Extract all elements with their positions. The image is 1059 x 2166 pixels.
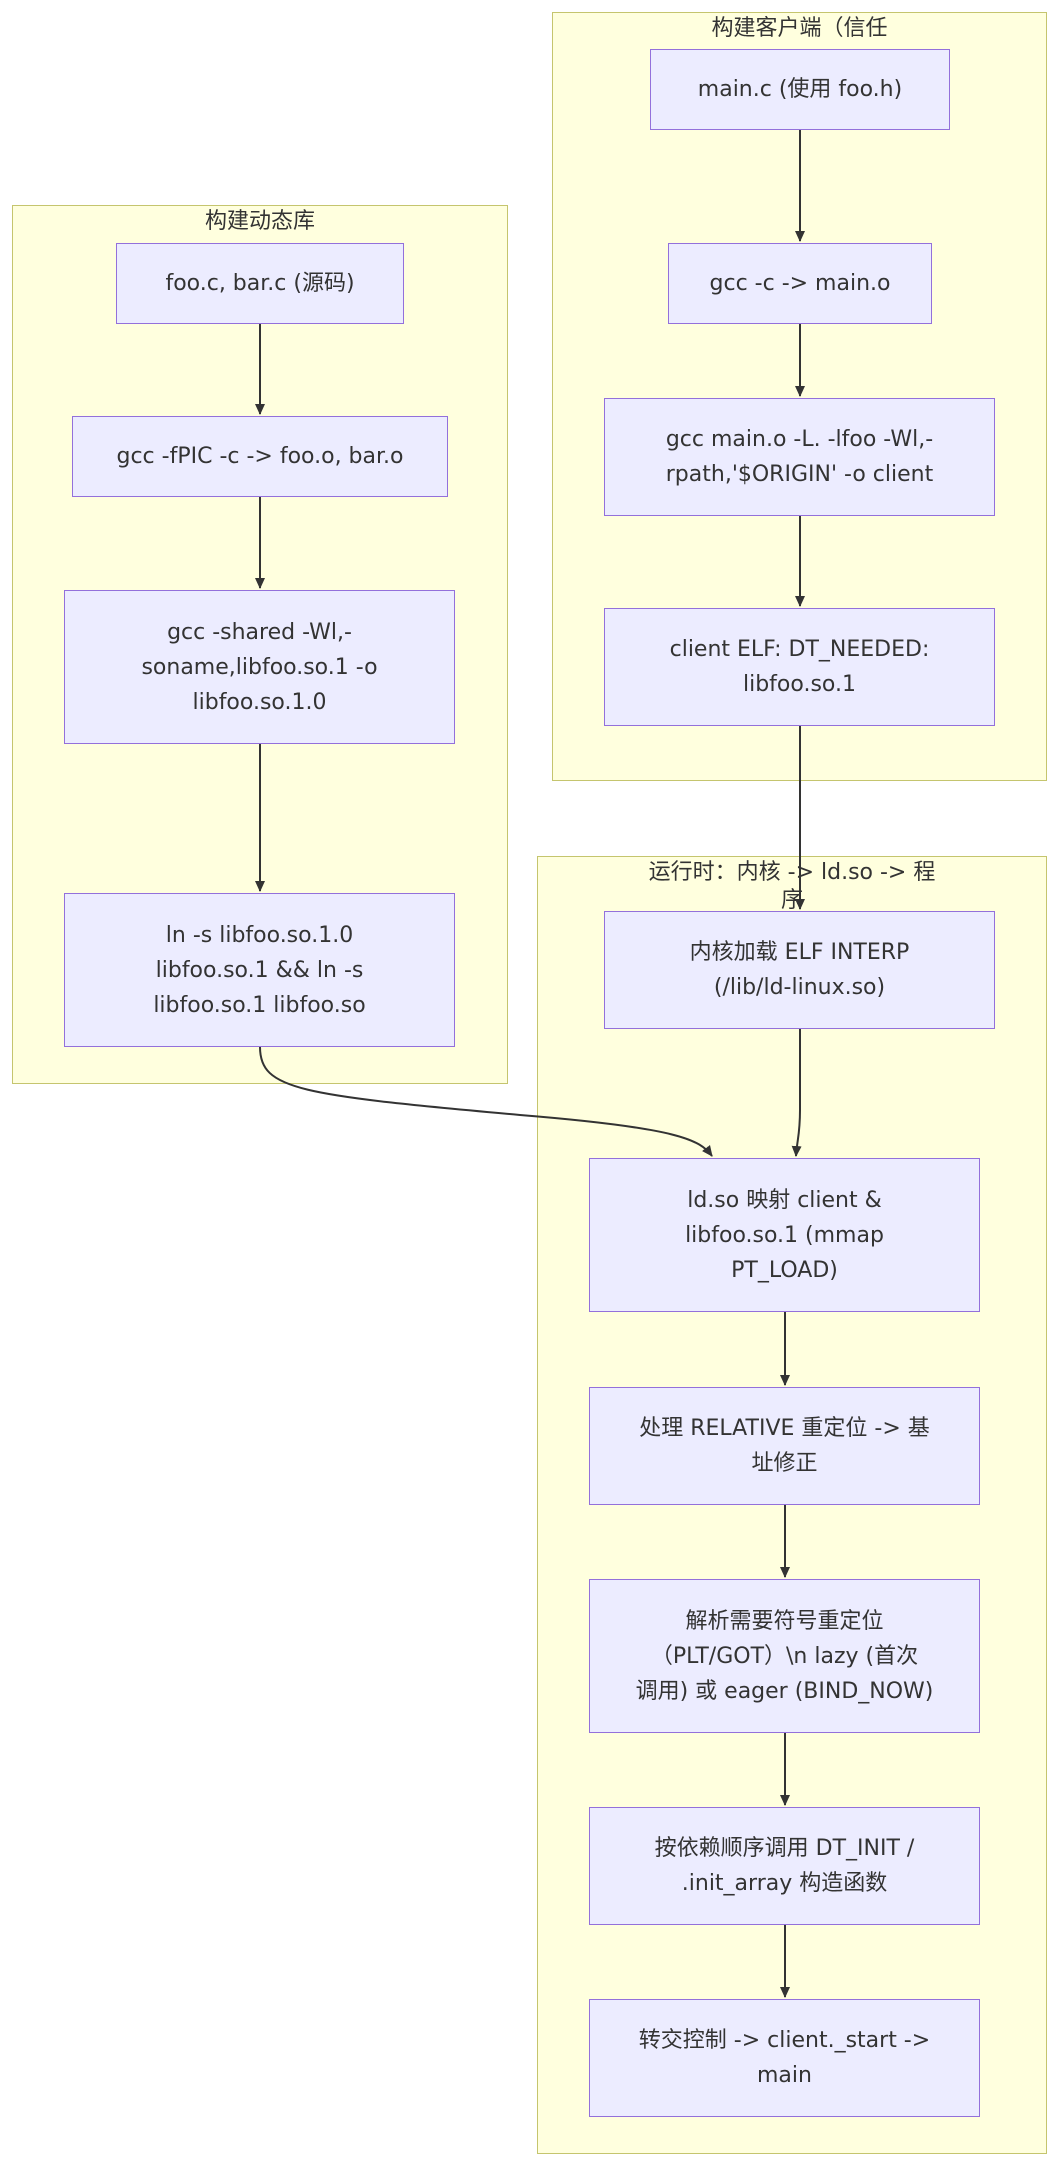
node-client-elf[interactable]: client ELF: DT_NEEDED: libfoo.so.1 xyxy=(604,608,995,726)
cluster-build-library-title: 构建动态库 xyxy=(204,209,315,234)
node-client-compile[interactable]: gcc -c -> main.o xyxy=(668,243,932,324)
edge-lib-symlink-to-mmap xyxy=(259,1046,713,1157)
node-lib-link-label: gcc -shared -Wl,- soname,libfoo.so.1 -o … xyxy=(141,619,378,715)
node-client-elf-label: client ELF: DT_NEEDED: libfoo.so.1 xyxy=(669,637,930,697)
node-lib-source[interactable]: foo.c, bar.c (源码) xyxy=(116,243,404,324)
node-runtime-symbols-label: 解析需要符号重定位 （PLT/GOT）\n lazy (首次 调用) 或 eag… xyxy=(635,1608,934,1704)
cluster-runtime: 运行时：内核 -> ld.so -> 程 序 xyxy=(537,856,1047,2154)
node-lib-compile[interactable]: gcc -fPIC -c -> foo.o, bar.o xyxy=(72,416,448,497)
node-runtime-relative[interactable]: 处理 RELATIVE 重定位 -> 基 址修正 xyxy=(589,1387,980,1505)
node-client-source[interactable]: main.c (使用 foo.h) xyxy=(650,49,950,130)
node-client-compile-label: gcc -c -> main.o xyxy=(709,271,891,296)
node-runtime-kernel[interactable]: 内核加载 ELF INTERP (/lib/ld-linux.so) xyxy=(604,911,995,1029)
node-runtime-symbols[interactable]: 解析需要符号重定位 （PLT/GOT）\n lazy (首次 调用) 或 eag… xyxy=(589,1579,980,1733)
node-client-link-label: gcc main.o -L. -lfoo -Wl,- rpath,'$ORIGI… xyxy=(665,427,934,487)
edge-kernel-to-mmap xyxy=(791,1029,802,1157)
node-lib-link[interactable]: gcc -shared -Wl,- soname,libfoo.so.1 -o … xyxy=(64,590,455,744)
node-lib-source-label: foo.c, bar.c (源码) xyxy=(165,271,355,296)
node-client-link[interactable]: gcc main.o -L. -lfoo -Wl,- rpath,'$ORIGI… xyxy=(604,398,995,516)
node-runtime-init-label: 按依赖顺序调用 DT_INIT / .init_array 构造函数 xyxy=(654,1836,915,1896)
node-runtime-kernel-label: 内核加载 ELF INTERP (/lib/ld-linux.so) xyxy=(689,940,910,1000)
cluster-runtime-title: 运行时：内核 -> ld.so -> 程 序 xyxy=(648,860,936,913)
node-runtime-relative-label: 处理 RELATIVE 重定位 -> 基 址修正 xyxy=(639,1416,930,1476)
node-runtime-start[interactable]: 转交控制 -> client._start -> main xyxy=(589,1999,980,2117)
cluster-build-client-title: 构建客户端（信任 xyxy=(711,16,888,41)
node-runtime-start-label: 转交控制 -> client._start -> main xyxy=(638,2028,931,2088)
node-lib-symlink-label: ln -s libfoo.so.1.0 libfoo.so.1 && ln -s… xyxy=(153,922,366,1018)
node-runtime-mmap[interactable]: ld.so 映射 client & libfoo.so.1 (mmap PT_L… xyxy=(589,1158,980,1312)
node-client-source-label: main.c (使用 foo.h) xyxy=(697,77,903,102)
node-runtime-mmap-label: ld.so 映射 client & libfoo.so.1 (mmap PT_L… xyxy=(685,1187,884,1283)
node-runtime-init[interactable]: 按依赖顺序调用 DT_INIT / .init_array 构造函数 xyxy=(589,1807,980,1925)
node-lib-compile-label: gcc -fPIC -c -> foo.o, bar.o xyxy=(116,444,404,469)
node-lib-symlink[interactable]: ln -s libfoo.so.1.0 libfoo.so.1 && ln -s… xyxy=(64,893,455,1047)
